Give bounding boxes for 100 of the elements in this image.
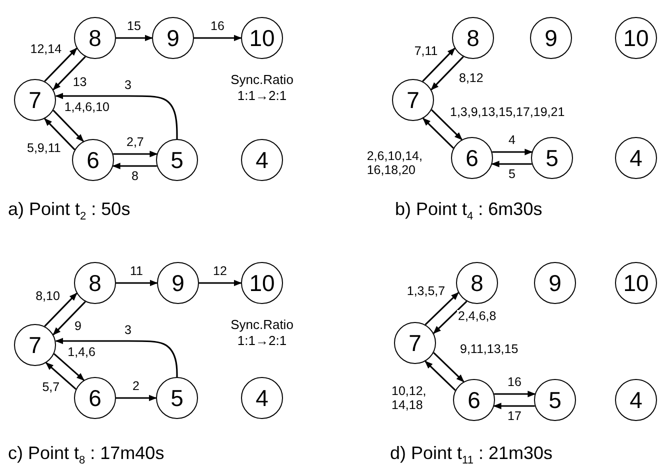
state-number: 4 (630, 388, 642, 412)
arrow (493, 402, 535, 410)
edge-label: 8,10 (34, 290, 61, 304)
arrow (54, 353, 84, 381)
state-circle (394, 322, 436, 364)
state-circle (615, 379, 657, 421)
state-circle (453, 379, 495, 421)
panel-caption: d) Point t$_{11}$ : 21m30s (390, 443, 553, 467)
state-circle (14, 79, 56, 121)
edge-label: 1,3,5,7 (406, 285, 446, 299)
state-number: 6 (468, 388, 480, 412)
arrow (44, 48, 78, 82)
state-circle (241, 377, 283, 419)
state-circle (152, 17, 194, 59)
state-circle (456, 262, 498, 304)
edge-label: 7,11 (413, 45, 439, 60)
state-number: 8 (466, 26, 480, 50)
sync-ratio-note: Sync.Ratio 1:1→2:1 (230, 72, 294, 104)
state-circle (615, 262, 657, 304)
state-number: 9 (548, 272, 562, 294)
state-number: 5 (170, 148, 184, 172)
arrow (431, 109, 462, 140)
state-circle (531, 137, 573, 179)
sync-ratio-note: Sync.Ratio 1:1→2:1 (230, 317, 294, 350)
state-number: 7 (406, 88, 420, 112)
state-number: 5 (170, 386, 184, 410)
state-number: 4 (630, 146, 642, 170)
edge-label: 9,11,13,15 (459, 343, 520, 357)
state-number: 4 (256, 386, 268, 410)
state-number: 10 (249, 26, 275, 50)
arrow (491, 160, 532, 168)
state-circle (241, 262, 283, 304)
state-circle (74, 262, 116, 304)
edge-label: 2,4,6,8 (457, 310, 498, 324)
arrow (55, 92, 178, 139)
state-circle (534, 262, 576, 304)
state-number: 9 (166, 26, 180, 50)
edge-label: 1,3,9,13,15,17,19,21 (449, 106, 566, 120)
state-circle (156, 377, 198, 419)
edge-label: 12,14 (29, 43, 63, 58)
arrow (422, 48, 456, 82)
arrow (116, 394, 157, 402)
state-number: 10 (623, 272, 649, 294)
arrow (52, 301, 86, 336)
arrow (422, 118, 454, 149)
state-number: 10 (249, 272, 275, 294)
state-circle (156, 139, 198, 181)
arrow (424, 292, 459, 326)
arrow (492, 148, 533, 156)
state-circle (534, 379, 576, 421)
arrow (199, 280, 242, 286)
arrow (113, 150, 158, 158)
edge-label: 9 (74, 320, 82, 334)
arrow (194, 34, 242, 42)
state-number: 4 (256, 148, 268, 172)
edge-label: 5,9,11 (26, 142, 62, 156)
state-number: 9 (544, 26, 558, 50)
state-circle (241, 139, 283, 181)
state-number: 10 (623, 26, 649, 50)
panel-caption: c) Point t$_{8}$ : 17m40s (8, 443, 164, 467)
state-circle (392, 79, 434, 121)
state-number: 8 (88, 272, 102, 294)
state-circle (615, 137, 657, 179)
state-circle (74, 17, 116, 59)
state-circle (14, 324, 56, 366)
edge-label: 5,7 (41, 380, 61, 394)
state-circle (530, 17, 572, 59)
arrow (433, 352, 464, 382)
state-circle (72, 139, 114, 181)
edge-label: 1,4,6 (66, 346, 96, 360)
arrow (116, 34, 153, 42)
arrow (433, 300, 468, 334)
state-number: 7 (28, 88, 42, 112)
state-number: 7 (28, 334, 42, 356)
arrow (116, 280, 158, 286)
arrow (44, 292, 78, 327)
state-circle (241, 17, 283, 59)
arrow (44, 118, 76, 150)
state-number: 8 (470, 272, 484, 294)
panel-caption: b) Point t$_{4}$ : 6m30s (395, 199, 542, 223)
state-number: 5 (548, 388, 562, 412)
state-number: 9 (172, 272, 184, 294)
panel-caption: a) Point t$_{2}$ : 50s (8, 199, 130, 223)
edge-label: 2,7 (126, 136, 145, 150)
state-circle (74, 377, 116, 419)
arrow (52, 56, 86, 90)
edge-label: 8,12 (458, 72, 484, 86)
arrow (52, 110, 84, 142)
state-number: 6 (466, 146, 478, 170)
state-number: 6 (88, 386, 102, 410)
state-number: 8 (88, 26, 102, 50)
edge-label: 1,4,6,10 (63, 100, 111, 115)
state-number: 6 (86, 148, 100, 172)
state-circle (615, 17, 657, 59)
arrow (46, 362, 76, 390)
arrow (112, 162, 157, 170)
state-circle (452, 17, 494, 59)
state-number: 7 (408, 332, 422, 354)
arrow (424, 360, 456, 391)
arrow (55, 338, 178, 377)
